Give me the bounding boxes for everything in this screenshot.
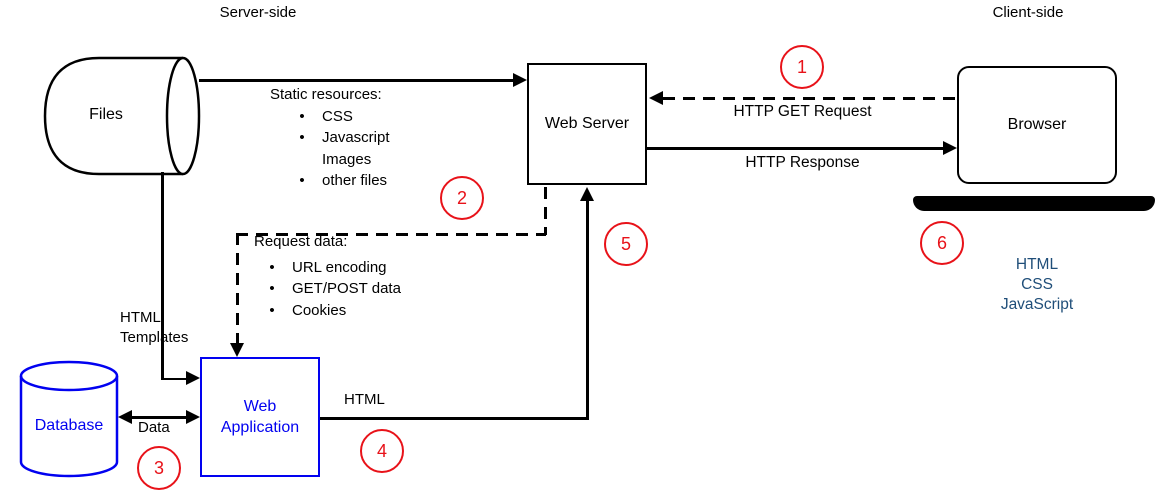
http-get-arrowhead-icon bbox=[649, 91, 663, 105]
client-tech-css: CSS bbox=[1021, 276, 1053, 293]
request-data-item: • GET/POST data bbox=[254, 278, 401, 300]
http-get-dashed-line bbox=[663, 97, 957, 100]
client-tech-list: HTML CSS JavaScript bbox=[977, 255, 1097, 315]
http-response-arrowhead-icon bbox=[943, 141, 957, 155]
http-response-line bbox=[647, 147, 943, 150]
bullet-icon: • bbox=[299, 107, 305, 125]
request-data-arrowhead-icon bbox=[230, 343, 244, 357]
web-server-label: Web Server bbox=[544, 115, 630, 132]
files-to-webapp-hline bbox=[161, 377, 188, 380]
files-cylinder bbox=[43, 56, 201, 181]
bullet-icon: • bbox=[299, 172, 305, 189]
static-resources-item: • other files bbox=[270, 170, 390, 192]
static-resources-title: Static resources: bbox=[270, 86, 382, 103]
step-marker-2: 2 bbox=[440, 176, 484, 220]
client-tech-html: HTML bbox=[1015, 256, 1059, 273]
data-line bbox=[130, 416, 188, 419]
server-side-label: Server-side bbox=[219, 4, 297, 21]
html-vline bbox=[586, 199, 589, 419]
html-templates-label: HTML Templates bbox=[120, 308, 188, 348]
request-data-dashed-vline2 bbox=[236, 233, 239, 344]
bullet-icon bbox=[292, 149, 312, 171]
request-data-item: • URL encoding bbox=[254, 257, 401, 279]
bullet-icon: • bbox=[269, 280, 275, 297]
laptop-base-shape bbox=[913, 196, 1155, 211]
files-to-webapp-arrowhead-icon bbox=[186, 371, 200, 385]
client-tech-javascript: JavaScript bbox=[1000, 296, 1074, 313]
browser-label: Browser bbox=[1007, 116, 1067, 133]
web-application-label-line2: Application bbox=[220, 419, 300, 436]
browser-node: Browser bbox=[957, 66, 1117, 184]
html-edge-label: HTML bbox=[344, 391, 385, 408]
step-marker-5: 5 bbox=[604, 222, 648, 266]
request-data-item-label: Cookies bbox=[292, 301, 347, 319]
request-data-item-label: URL encoding bbox=[292, 258, 387, 276]
static-resources-item: • Javascript bbox=[270, 127, 390, 149]
static-resources-item-label: Images bbox=[322, 150, 372, 168]
html-templates-line1: HTML bbox=[120, 309, 161, 326]
static-resources-note: Static resources: • CSS • Javascript Ima… bbox=[270, 84, 390, 192]
files-to-webserver-line bbox=[199, 79, 513, 82]
web-application-node: Web Application bbox=[200, 357, 320, 477]
database-cylinder-shape bbox=[19, 360, 119, 478]
bullet-icon: • bbox=[269, 258, 275, 276]
html-templates-line2: Templates bbox=[120, 329, 189, 346]
request-data-dashed-vline1 bbox=[544, 187, 547, 235]
http-response-label: HTTP Response bbox=[745, 154, 860, 171]
files-to-webserver-arrowhead-icon bbox=[513, 73, 527, 87]
static-resources-item: Images bbox=[270, 149, 390, 171]
client-side-label: Client-side bbox=[992, 4, 1064, 21]
html-hline bbox=[320, 417, 589, 420]
request-data-dashed-hline bbox=[236, 233, 546, 236]
step-marker-4: 4 bbox=[360, 429, 404, 473]
step-marker-1: 1 bbox=[780, 45, 824, 89]
request-data-item-label: GET/POST data bbox=[292, 280, 401, 297]
files-to-webapp-vline bbox=[161, 172, 164, 380]
bullet-icon: • bbox=[299, 129, 305, 146]
request-data-item: • Cookies bbox=[254, 300, 401, 322]
data-arrowhead-right-icon bbox=[186, 410, 200, 424]
files-node-label: Files bbox=[89, 106, 123, 123]
static-resources-item-label: other files bbox=[322, 172, 388, 189]
request-data-note: Request data: • URL encoding • GET/POST … bbox=[254, 231, 401, 321]
data-arrowhead-left-icon bbox=[118, 410, 132, 424]
files-cylinder-shape bbox=[43, 56, 201, 176]
database-cylinder bbox=[19, 360, 119, 483]
static-resources-item-label: CSS bbox=[322, 107, 353, 125]
web-server-node: Web Server bbox=[527, 63, 647, 185]
data-edge-label: Data bbox=[138, 419, 170, 436]
step-marker-6: 6 bbox=[920, 221, 964, 265]
web-application-label-line1: Web bbox=[243, 398, 277, 415]
html-arrowhead-icon bbox=[580, 187, 594, 201]
static-resources-item-label: Javascript bbox=[322, 129, 390, 146]
database-node-label: Database bbox=[34, 417, 104, 434]
request-data-title: Request data: bbox=[254, 233, 348, 250]
step-marker-3: 3 bbox=[137, 446, 181, 490]
bullet-icon: • bbox=[269, 301, 275, 319]
http-get-request-label: HTTP GET Request bbox=[733, 103, 872, 120]
static-resources-item: • CSS bbox=[270, 106, 390, 128]
